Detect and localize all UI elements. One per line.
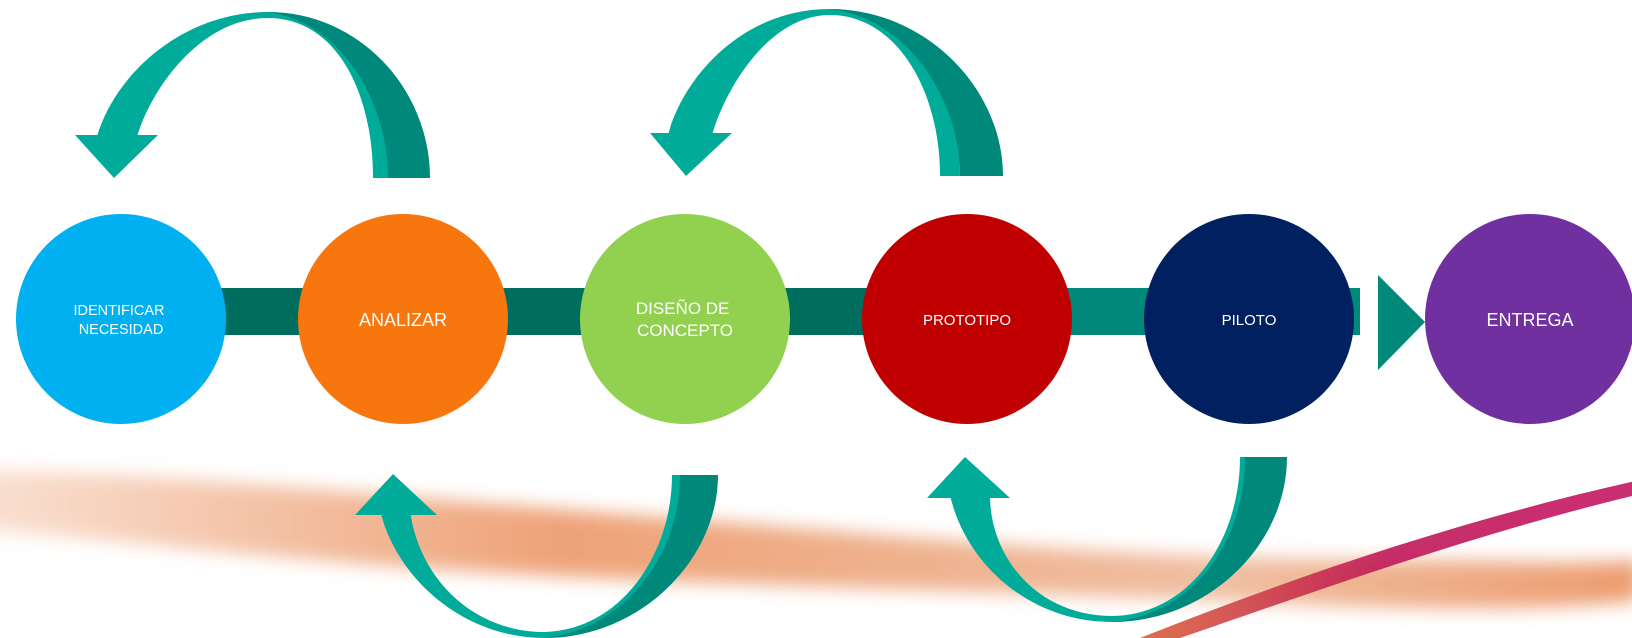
step-diseno-de-concepto: DISEÑO DE CONCEPTO [580,214,790,424]
svg-text:ENTREGA: ENTREGA [1486,310,1573,330]
step-identificar-necesidad: IDENTIFICAR NECESIDAD [16,214,226,424]
step-label: IDENTIFICAR [73,303,164,319]
step-label: DISEÑO DE [636,299,730,318]
step-label: PROTOTIPO [923,312,1011,329]
svg-text:PROTOTIPO: PROTOTIPO [923,312,1011,329]
feedback-arrow-diseno-to-analizar [355,474,718,638]
step-circle [1425,214,1632,424]
step-entrega: ENTREGA [1425,214,1632,424]
step-circle [16,214,226,424]
step-prototipo: PROTOTIPO [862,214,1072,424]
step-label: ANALIZAR [359,310,447,330]
step-label: CONCEPTO [637,321,733,340]
step-label: ENTREGA [1486,310,1573,330]
feedback-arrow-analizar-to-identificar [75,12,430,178]
svg-text:IDENTIFICAR NECESIDAD: IDENTIFICAR NECESIDAD [73,303,168,338]
step-piloto: PILOTO [1144,214,1354,424]
feedback-arrow-piloto-to-prototipo [927,457,1287,622]
step-circle [1144,214,1354,424]
svg-text:ANALIZAR: ANALIZAR [359,310,447,330]
step-circle [862,214,1072,424]
feedback-arrow-prototipo-to-diseno [650,9,1003,176]
step-circle [298,214,508,424]
svg-text:PILOTO: PILOTO [1222,312,1277,329]
step-label: NECESIDAD [79,322,164,338]
background-swoosh [0,470,1632,638]
step-circle [580,214,790,424]
step-analizar: ANALIZAR [298,214,508,424]
svg-text:DISEÑO DE CONCEPTO: DISEÑO DE CONCEPTO [636,299,734,340]
step-label: PILOTO [1222,312,1277,329]
